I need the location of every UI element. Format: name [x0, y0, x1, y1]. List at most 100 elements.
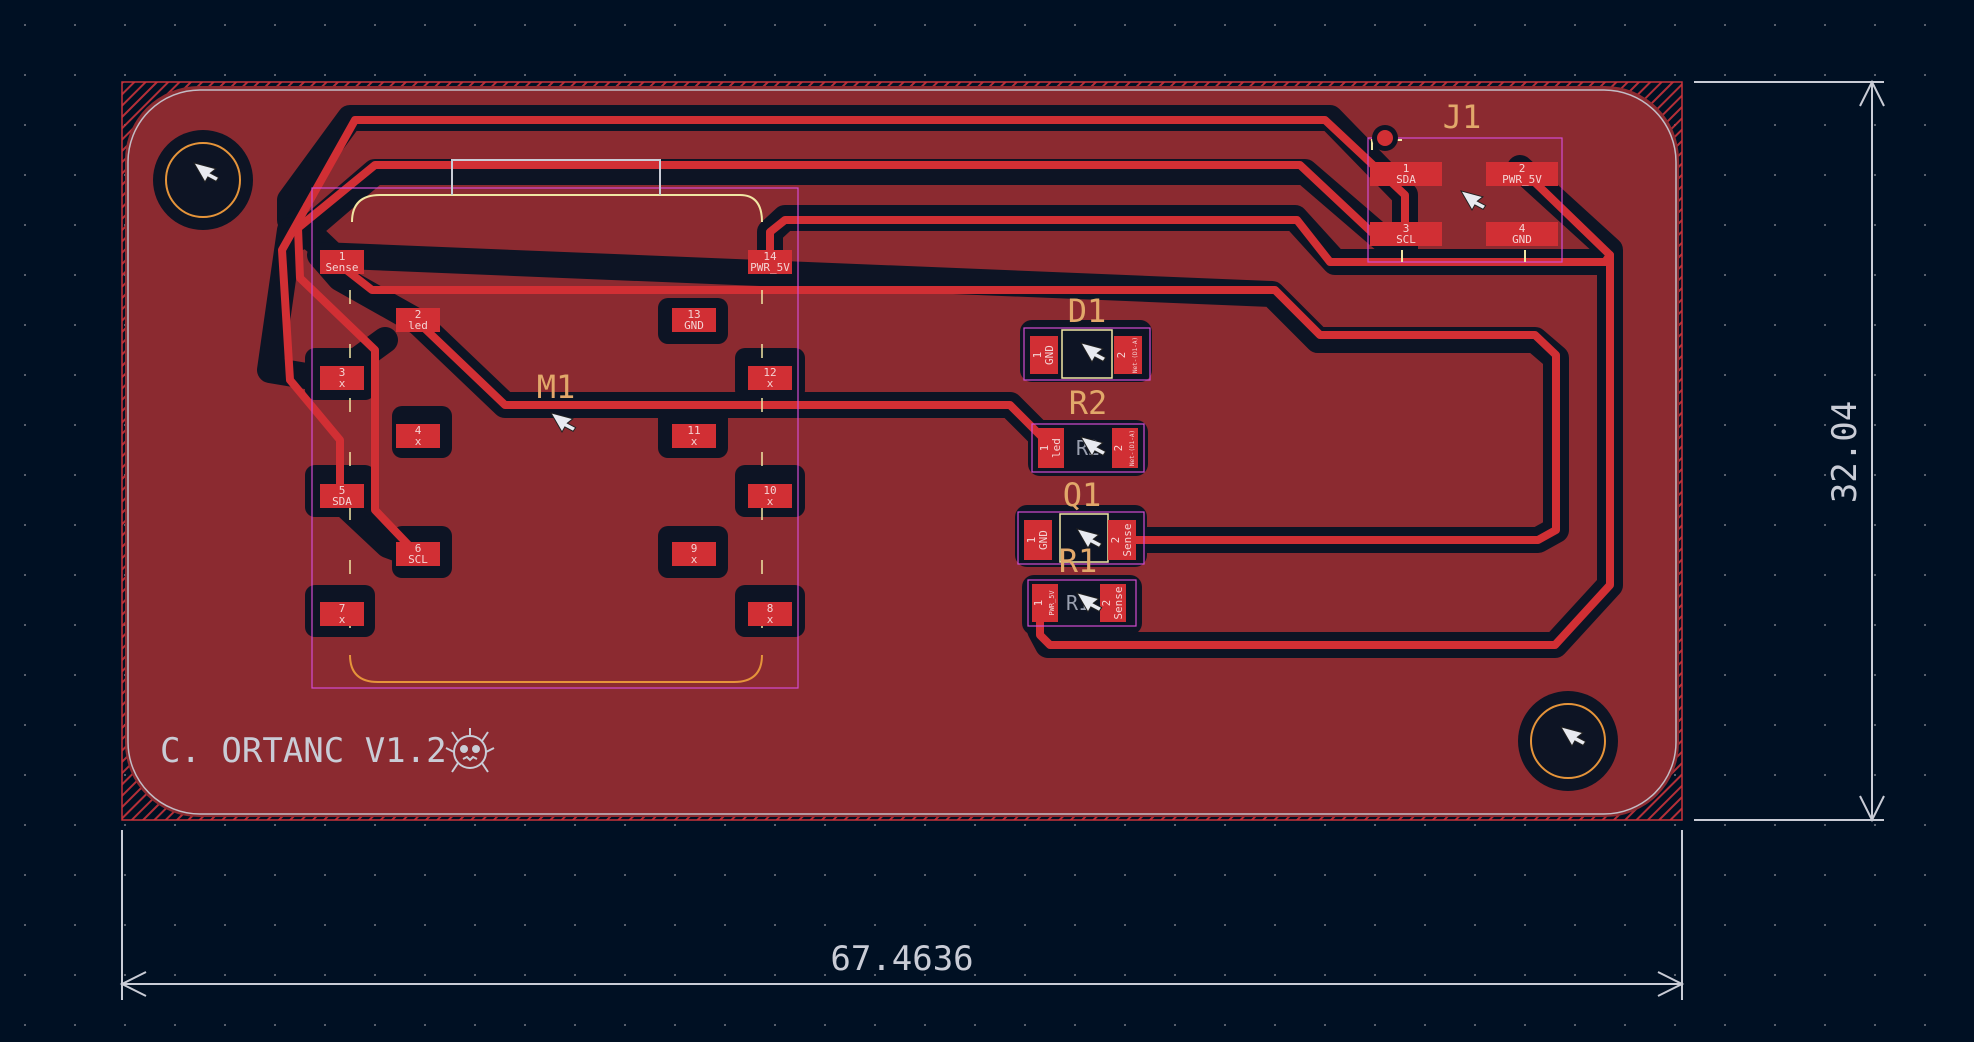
pad-J1-4[interactable]: 4 GND: [1486, 222, 1558, 246]
svg-text:Sense: Sense: [325, 261, 358, 274]
pad-Q1-2[interactable]: 2 Sense: [1108, 520, 1136, 560]
svg-text:1: 1: [339, 250, 346, 263]
ref-J1: J1: [1443, 98, 1482, 136]
pad-M1-9[interactable]: 9 x: [672, 542, 716, 566]
svg-text:Sense: Sense: [1112, 586, 1125, 619]
svg-text:x: x: [767, 377, 774, 390]
pad-M1-10[interactable]: 10 x: [748, 484, 792, 508]
courtyard-Q1: [1017, 511, 1145, 565]
ref-R2: R2: [1069, 384, 1108, 422]
svg-text:x: x: [691, 435, 698, 448]
svg-text:Net-(D1-A): Net-(D1-A): [1132, 337, 1139, 373]
svg-text:1: 1: [1038, 445, 1051, 452]
cursor-icon: [192, 162, 220, 184]
svg-text:5: 5: [339, 484, 346, 497]
svg-text:4: 4: [415, 424, 422, 437]
svg-text:1: 1: [1025, 537, 1038, 544]
pad-R1-1[interactable]: 1 PWR_5V: [1032, 584, 1058, 622]
pad-M1-8[interactable]: 8 x: [748, 602, 792, 626]
cursor-icon: [1075, 592, 1103, 614]
svg-text:4: 4: [1519, 222, 1526, 235]
pad-M1-11[interactable]: 11 x: [672, 424, 716, 448]
svg-text:2: 2: [415, 308, 422, 321]
pad-J1-3[interactable]: 3 SCL: [1370, 222, 1442, 246]
pad-M1-14[interactable]: 14 PWR_5V: [748, 250, 792, 274]
svg-text:14: 14: [763, 250, 777, 263]
cursor-icon: [1079, 342, 1107, 364]
svg-text:2: 2: [1100, 600, 1113, 607]
component-D1[interactable]: D1 1 GND 2 Net-(D1-A): [1023, 292, 1151, 381]
ref-M1: M1: [537, 368, 576, 406]
svg-text:GND: GND: [1043, 345, 1056, 365]
svg-text:x: x: [767, 613, 774, 626]
pad-M1-6[interactable]: 6 SCL: [396, 542, 440, 566]
ref-Q1: Q1: [1063, 476, 1102, 514]
board-label: C. ORTANC V1.2: [160, 728, 495, 773]
ref-R1: R1: [1059, 542, 1098, 580]
courtyard-J1: [1367, 137, 1563, 263]
cursor-icon: [1079, 436, 1107, 458]
module-M1[interactable]: M1 1 Sense 2 led 3 x 4 x 5 SDA: [311, 159, 799, 689]
pad-R1-2[interactable]: 2 Sense: [1100, 584, 1126, 622]
svg-text:2: 2: [1519, 162, 1526, 175]
svg-text:PWR_5V: PWR_5V: [750, 261, 790, 274]
pad-M1-7[interactable]: 7 x: [320, 602, 364, 626]
pad-M1-1[interactable]: 1 Sense: [320, 250, 364, 274]
svg-text:GND: GND: [1512, 233, 1532, 246]
svg-text:13: 13: [687, 308, 700, 321]
pad-M1-12[interactable]: 12 x: [748, 366, 792, 390]
svg-text:2: 2: [1109, 537, 1122, 544]
track-scl: [294, 161, 1409, 559]
dimension-height-value: 32.04: [1825, 401, 1865, 503]
svg-text:led: led: [1050, 438, 1063, 458]
svg-text:6: 6: [415, 542, 422, 555]
courtyard-R2: [1031, 423, 1145, 473]
board-title: C. ORTANC V1.2: [160, 731, 447, 771]
fab-M1-top: [451, 159, 661, 195]
cursor-icon: [1075, 528, 1103, 550]
pad-D1-1[interactable]: 1 GND: [1030, 336, 1058, 374]
pad-Q1-1[interactable]: 1 GND: [1024, 520, 1052, 560]
pad-M1-2[interactable]: 2 led: [396, 308, 440, 332]
courtyard-D1: [1023, 327, 1151, 381]
pad-M1-13[interactable]: 13 GND: [672, 308, 716, 332]
svg-text:9: 9: [691, 542, 698, 555]
pad-R2-2[interactable]: 2 Net-(D1-A): [1112, 428, 1138, 468]
anchor-cursors: [192, 162, 1587, 748]
pad-M1-4[interactable]: 4 x: [396, 424, 440, 448]
svg-text:7: 7: [339, 602, 346, 615]
pad-J1-2[interactable]: 2 PWR_5V: [1486, 162, 1558, 186]
pad-D1-2[interactable]: 2 Net-(D1-A): [1114, 336, 1142, 374]
silk-M1-top: [351, 194, 763, 223]
svg-text:Sense: Sense: [1121, 523, 1134, 556]
dimension-width[interactable]: [119, 830, 1685, 1000]
fab-M1-bottom: [349, 654, 763, 683]
mounting-hole-top-left[interactable]: [153, 130, 253, 230]
cursor-icon: [1459, 190, 1487, 212]
connector-J1[interactable]: J1 1 SDA 2 PWR_5V 3 SCL 4 GND: [1367, 98, 1563, 263]
svg-text:12: 12: [763, 366, 776, 379]
svg-text:GND: GND: [1037, 530, 1050, 550]
track-pwr-5v-r1: [1036, 251, 1614, 649]
svg-text:2: 2: [1112, 445, 1125, 452]
svg-text:x: x: [339, 613, 346, 626]
track-led: [414, 318, 1054, 449]
svg-text:3: 3: [339, 366, 346, 379]
svg-text:x: x: [691, 553, 698, 566]
component-R1[interactable]: R1 R1 1 PWR_5V 2 Sense: [1027, 542, 1137, 627]
svg-text:led: led: [408, 319, 428, 332]
pad-M1-5[interactable]: 5 SDA: [320, 484, 364, 508]
silk-D1: [1061, 329, 1113, 379]
mounting-hole-bottom-right[interactable]: [1518, 691, 1618, 791]
component-Q1[interactable]: Q1 1 GND 2 Sense: [1017, 476, 1145, 565]
svg-text:2: 2: [1115, 352, 1128, 359]
svg-text:PWR_5V: PWR_5V: [1048, 590, 1056, 616]
gremlin-logo-icon: [445, 728, 495, 773]
pad-M1-3[interactable]: 3 x: [320, 366, 364, 390]
pad-J1-1[interactable]: 1 SDA: [1370, 162, 1442, 186]
svg-text:10: 10: [763, 484, 776, 497]
pad-R2-1[interactable]: 1 led: [1038, 428, 1064, 468]
dimension-height[interactable]: [1694, 79, 1885, 823]
svg-text:Net-(D1-A): Net-(D1-A): [1129, 430, 1136, 466]
